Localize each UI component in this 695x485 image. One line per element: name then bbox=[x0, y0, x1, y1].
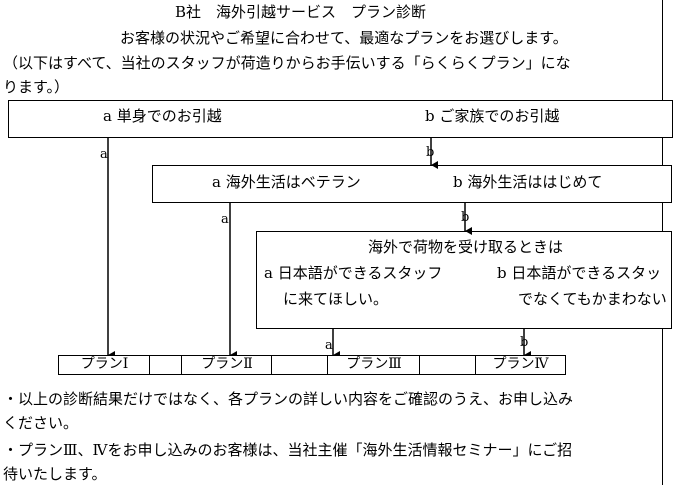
q2-option-a: a 海外生活はベテラン bbox=[212, 173, 361, 191]
q3-option-b-line2: でなくてもかまわない bbox=[518, 290, 667, 308]
footer-note-2-line2: 待いたします。 bbox=[3, 465, 107, 483]
footer-note-1-line1: ・以上の診断結果だけではなく、各プランの詳しい内容をご確認のうえ、お申し込み bbox=[3, 390, 574, 408]
question-1-box bbox=[8, 100, 673, 138]
note-line-1: （以下はすべて、当社のスタッフが荷造りからお手伝いする「らくらくプラン」にな bbox=[3, 54, 571, 72]
page-title: B社 海外引越サービス プラン診断 bbox=[175, 3, 427, 21]
plan-spacer-3 bbox=[419, 355, 477, 375]
intro-text: お客様の状況やご希望に合わせて、最適なプランをお選びします。 bbox=[120, 29, 568, 47]
branch-label-q1-a: a bbox=[100, 147, 108, 162]
branch-label-q2-a: a bbox=[221, 212, 229, 227]
branch-label-q3-a: a bbox=[325, 338, 333, 353]
branch-label-q1-b: b bbox=[426, 145, 435, 160]
q3-option-b-line1: b 日本語ができるスタッ bbox=[497, 264, 662, 282]
plan-spacer-1 bbox=[149, 355, 183, 375]
plan-1-cell: プランⅠ bbox=[58, 355, 151, 375]
branch-label-q2-b: b bbox=[461, 210, 470, 225]
q3-question: 海外で荷物を受け取るときは bbox=[368, 238, 564, 256]
q3-option-a-line2: に来てほしい。 bbox=[283, 290, 389, 308]
footer-note-1-line2: ください。 bbox=[3, 414, 79, 432]
plan-3-cell: プランⅢ bbox=[327, 355, 421, 375]
question-3-box bbox=[256, 231, 672, 329]
branch-label-q3-b: b bbox=[520, 335, 529, 350]
q3-option-a-line1: a 日本語ができるスタッフ bbox=[264, 264, 443, 282]
footer-note-2-line1: ・プランⅢ、Ⅳをお申し込みのお客様は、当社主催「海外生活情報セミナー」にご招 bbox=[3, 441, 573, 459]
plan-4-cell: プランⅣ bbox=[475, 355, 566, 375]
q1-option-a: a 単身でのお引越 bbox=[103, 107, 222, 125]
q1-option-b: b ご家族でのお引越 bbox=[425, 107, 560, 125]
plan-2-cell: プランⅡ bbox=[181, 355, 273, 375]
note-line-2: ります。） bbox=[3, 78, 70, 96]
plan-spacer-2 bbox=[271, 355, 329, 375]
question-2-box bbox=[152, 165, 672, 203]
q2-option-b: b 海外生活ははじめて bbox=[453, 173, 603, 191]
